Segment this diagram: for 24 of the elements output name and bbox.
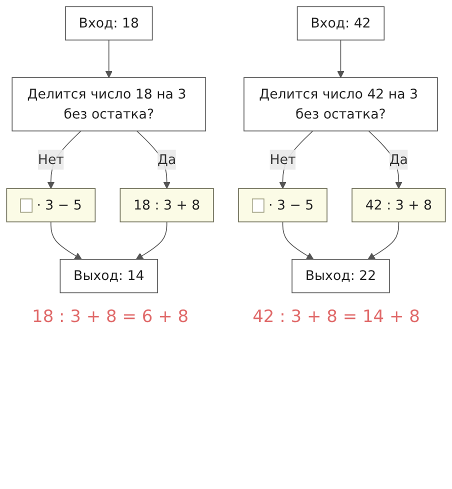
- node-box: · 3 − 5: [6, 188, 96, 222]
- edge-label: Нет: [270, 151, 296, 168]
- node-box: 42 : 3 + 8: [352, 188, 446, 222]
- node-box: Вход: 42: [296, 6, 385, 40]
- equation: 18 : 3 + 8 = 6 + 8: [32, 307, 189, 328]
- node-box: 18 : 3 + 8: [120, 188, 214, 222]
- equation: 42 : 3 + 8 = 14 + 8: [252, 307, 420, 328]
- arrow: [337, 40, 344, 78]
- edge-label: Нет: [38, 151, 64, 168]
- arrow: [50, 221, 82, 260]
- edge-label: Да: [389, 151, 408, 168]
- node-box: Делится число 18 на 3 без остатка?: [12, 77, 206, 132]
- node-box: Делится число 42 на 3 без остатка?: [244, 77, 438, 132]
- node-box: · 3 − 5: [238, 188, 328, 222]
- node-box: Выход: 22: [292, 258, 390, 294]
- edge-label: Да: [158, 151, 176, 168]
- arrow: [136, 130, 170, 189]
- arrow: [136, 221, 168, 260]
- arrow: [282, 221, 314, 260]
- arrow: [368, 130, 402, 189]
- arrow: [368, 221, 400, 260]
- arrow: [105, 40, 113, 78]
- node-box: Вход: 18: [65, 6, 153, 40]
- node-box: Выход: 14: [60, 258, 158, 294]
